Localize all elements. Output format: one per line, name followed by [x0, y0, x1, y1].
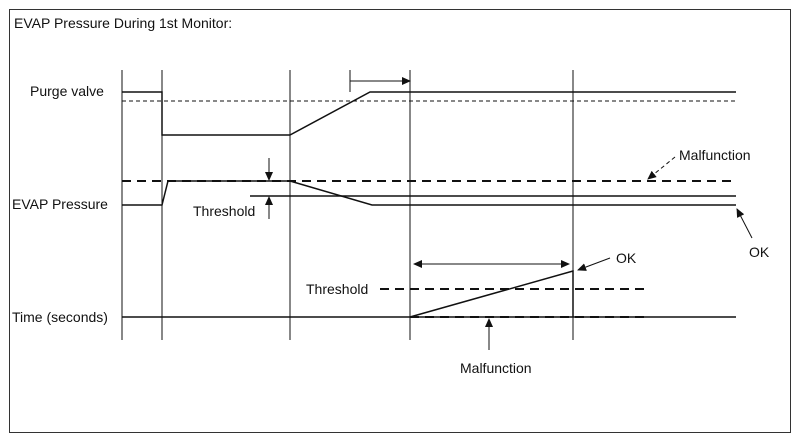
ok-timer-label: OK — [616, 250, 637, 266]
timer-threshold-label: Threshold — [306, 281, 368, 297]
ok-pressure-trace — [122, 180, 736, 206]
diagram-title: EVAP Pressure During 1st Monitor: — [14, 15, 232, 31]
purge-valve-trace — [122, 91, 736, 136]
evap-pressure-label: EVAP Pressure — [12, 196, 108, 212]
malfunction-upper-label: Malfunction — [679, 147, 751, 163]
time-seconds-label: Time (seconds) — [12, 309, 108, 325]
ok-upper-label: OK — [749, 244, 770, 260]
purge-valve-label: Purge valve — [30, 83, 104, 99]
diagram-frame — [9, 9, 791, 433]
malfunction-upper-leader — [647, 156, 676, 180]
pressure-threshold-label: Threshold — [193, 203, 255, 219]
ok-timer-leader — [577, 257, 611, 271]
purge-valve-signal — [122, 91, 736, 136]
malfunction-lower-label: Malfunction — [460, 360, 532, 376]
timer-ramp — [409, 270, 574, 318]
ok-upper-leader — [736, 208, 753, 239]
